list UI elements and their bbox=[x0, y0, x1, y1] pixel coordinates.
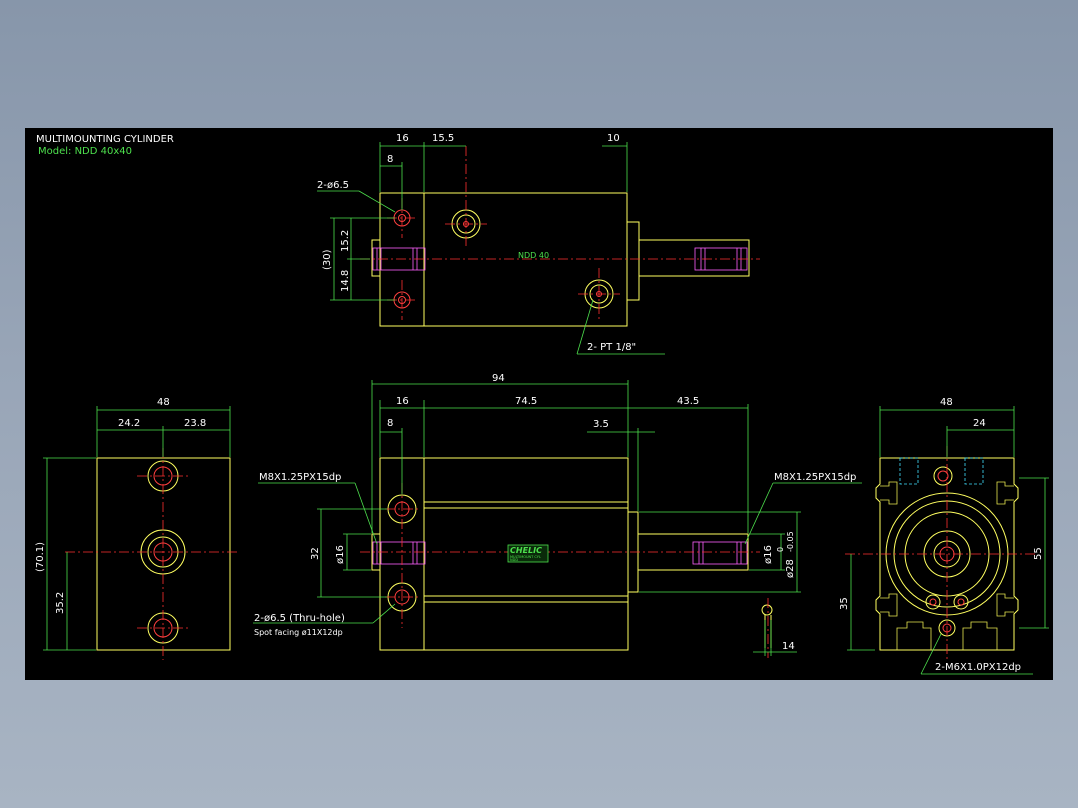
cad-drawing: MULTIMOUNTING CYLINDER Model: NDD 40x40 bbox=[35, 133, 1049, 675]
drawing-canvas[interactable]: MULTIMOUNTING CYLINDER Model: NDD 40x40 bbox=[25, 128, 1053, 680]
label-line1: MULTIMOUNT CYL bbox=[510, 555, 541, 559]
front-dim-14: 14 bbox=[782, 641, 795, 652]
top-view: NDD 40 16 15.5 10 8 (30) 15.2 14.8 2-ø6.… bbox=[317, 133, 760, 355]
front-dim-d16-left: ø16 bbox=[335, 545, 346, 564]
front-dim-d16-right: ø16 bbox=[763, 545, 774, 564]
top-dim-30: (30) bbox=[322, 249, 333, 270]
right-thread-callout: 2-M6X1.0PX12dp bbox=[935, 662, 1021, 673]
right-body-outline bbox=[875, 457, 1019, 651]
left-dim-48: 48 bbox=[157, 397, 170, 408]
top-holes-callout: 2-ø6.5 bbox=[317, 180, 349, 191]
top-dim-10: 10 bbox=[607, 133, 620, 144]
right-dim-48: 48 bbox=[940, 397, 953, 408]
front-dim-74-5: 74.5 bbox=[515, 396, 537, 407]
title-block: MULTIMOUNTING CYLINDER Model: NDD 40x40 bbox=[36, 134, 174, 157]
top-flange bbox=[626, 221, 640, 301]
left-view: 48 24.2 23.8 (70.1) 35.2 bbox=[35, 397, 239, 660]
front-dim-43-5: 43.5 bbox=[677, 396, 699, 407]
front-thread-callout-left: M8X1.25PX15dp bbox=[259, 472, 341, 483]
top-dim-15-2: 15.2 bbox=[340, 230, 351, 252]
top-ports-callout: 2- PT 1/8" bbox=[587, 342, 636, 353]
left-dim-70-1: (70.1) bbox=[35, 542, 46, 572]
front-label-plate bbox=[507, 544, 549, 563]
drawing-model: Model: NDD 40x40 bbox=[38, 146, 132, 157]
top-piston-rod bbox=[638, 239, 750, 277]
front-dim-d28: ø28 bbox=[785, 559, 796, 578]
front-left-thread bbox=[372, 541, 426, 565]
front-dim-8: 8 bbox=[387, 418, 393, 429]
top-center-mark: NDD 40 bbox=[518, 251, 549, 260]
front-dim-32: 32 bbox=[310, 547, 321, 560]
left-dim-23-8: 23.8 bbox=[184, 418, 206, 429]
front-dim-3-5: 3.5 bbox=[593, 419, 609, 430]
front-dim-94: 94 bbox=[492, 373, 505, 384]
front-dim-tol: -0.05 bbox=[786, 531, 795, 552]
front-right-thread bbox=[692, 541, 748, 565]
top-dim-15-5: 15.5 bbox=[432, 133, 454, 144]
front-dim-16: 16 bbox=[396, 396, 409, 407]
front-view: CHELIC MULTIMOUNT CYL NDD 94 16 74.5 43.… bbox=[253, 373, 862, 658]
front-thru-hole-callout: 2-ø6.5 (Thru-hole) bbox=[254, 613, 345, 624]
left-dim-24-2: 24.2 bbox=[118, 418, 140, 429]
top-dim-16: 16 bbox=[396, 133, 409, 144]
right-dim-55: 55 bbox=[1033, 547, 1044, 560]
right-dim-35: 35 bbox=[839, 597, 850, 610]
left-dim-35-2: 35.2 bbox=[55, 592, 66, 614]
left-body-outline bbox=[96, 457, 231, 651]
right-view: 48 24 55 35 2-M6X1.0PX12dp bbox=[839, 397, 1049, 675]
label-brand: CHELIC bbox=[510, 546, 542, 555]
right-hidden-port-1 bbox=[899, 457, 919, 485]
rod-end-detail bbox=[761, 604, 773, 616]
top-left-cap bbox=[371, 239, 381, 277]
top-dim-14-8: 14.8 bbox=[340, 270, 351, 292]
front-spot-facing-callout: Spot facing ø11X12dp bbox=[254, 628, 343, 637]
front-thread-callout-right: M8X1.25PX15dp bbox=[774, 472, 856, 483]
drawing-title: MULTIMOUNTING CYLINDER bbox=[36, 134, 174, 145]
top-dim-8: 8 bbox=[387, 154, 393, 165]
right-top-hole bbox=[933, 466, 953, 486]
label-line2: NDD bbox=[510, 558, 518, 562]
right-dim-24: 24 bbox=[973, 418, 986, 429]
front-dim-tol0: 0 bbox=[776, 547, 785, 552]
right-hidden-port-2 bbox=[964, 457, 984, 485]
